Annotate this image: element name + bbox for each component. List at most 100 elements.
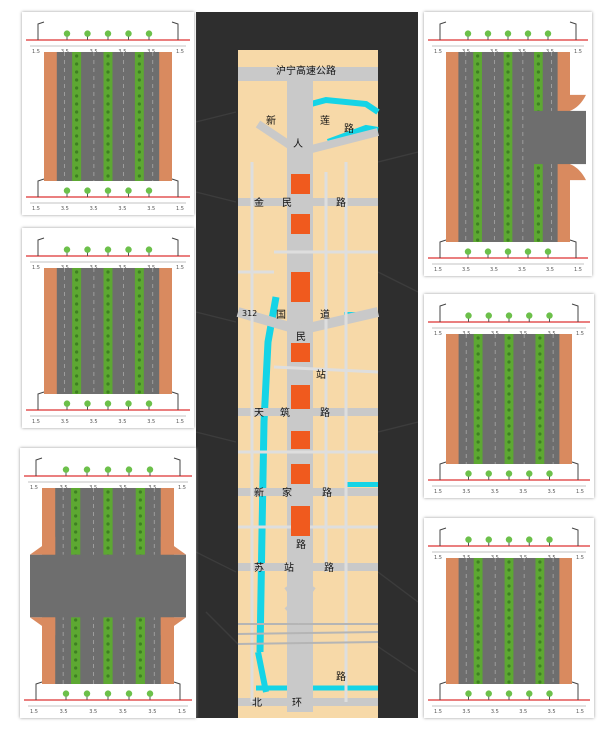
- median-tree: [476, 560, 480, 564]
- tree-icon: [104, 400, 112, 407]
- median-tree: [538, 432, 542, 436]
- median-tree: [137, 326, 141, 330]
- median-tree: [74, 498, 78, 502]
- median-tree: [476, 206, 480, 210]
- median-tree: [476, 456, 480, 460]
- median-tree: [538, 360, 542, 364]
- median-tree: [507, 448, 511, 452]
- median-tree: [538, 344, 542, 348]
- dimension-label: 1.5: [434, 267, 442, 273]
- median-tree: [106, 286, 110, 290]
- median-tree: [74, 490, 78, 494]
- median-strip: [134, 52, 144, 181]
- sidewalk-left: [446, 334, 459, 464]
- median-tree: [538, 640, 542, 644]
- median-tree: [536, 230, 540, 234]
- median-tree: [506, 222, 510, 226]
- median-tree: [476, 352, 480, 356]
- tree-icon: [544, 248, 552, 255]
- median-tree: [536, 174, 540, 178]
- median-tree: [476, 150, 480, 154]
- median-tree: [106, 342, 110, 346]
- median-tree: [507, 432, 511, 436]
- median-tree: [506, 198, 510, 202]
- segment-3: [291, 272, 310, 302]
- median-tree: [476, 166, 480, 170]
- median-tree: [106, 334, 110, 338]
- median-tree: [138, 498, 142, 502]
- median-strip: [134, 268, 144, 394]
- median-tree: [75, 334, 79, 338]
- tree-icon: [125, 246, 132, 253]
- panel-left-2: 1.53.53.53.53.51.51.53.53.53.53.51.5: [22, 228, 194, 428]
- street-lamp-icon: [439, 21, 447, 40]
- median-tree: [137, 110, 141, 114]
- dimension-label: 1.5: [576, 709, 584, 715]
- median-tree: [536, 214, 540, 218]
- label-tianzhu-3: 路: [320, 406, 330, 419]
- median-tree: [75, 86, 79, 90]
- median-tree: [507, 456, 511, 460]
- tree-icon: [485, 536, 492, 543]
- median-tree: [506, 182, 510, 186]
- median-tree: [476, 142, 480, 146]
- median-tree: [106, 366, 110, 370]
- dimension-label: 3.5: [90, 206, 98, 212]
- median-tree: [476, 126, 480, 130]
- median-tree: [75, 54, 79, 58]
- label-xinren-4: 路: [344, 122, 354, 135]
- tree-icon: [145, 30, 153, 37]
- median-tree: [476, 174, 480, 178]
- corner-curb: [160, 617, 186, 636]
- tree-icon: [505, 690, 513, 697]
- label-suzhan-2: 站: [284, 561, 294, 574]
- median-tree: [507, 376, 511, 380]
- median-tree: [476, 432, 480, 436]
- median-tree: [507, 392, 511, 396]
- dimension-label: 3.5: [548, 709, 556, 715]
- median-tree: [507, 400, 511, 404]
- street-lamp-icon: [171, 21, 179, 40]
- tree-icon: [63, 30, 71, 37]
- dimension-label: 1.5: [434, 489, 442, 495]
- median-tree: [476, 408, 480, 412]
- median-tree: [507, 632, 511, 636]
- tree-icon: [505, 312, 513, 319]
- tree-icon: [546, 470, 553, 477]
- sidewalk-left: [44, 52, 57, 181]
- median-tree: [106, 626, 110, 630]
- median-tree: [137, 302, 141, 306]
- tree-icon: [84, 246, 91, 253]
- median-tree: [476, 448, 480, 452]
- median-tree: [506, 54, 510, 58]
- median-tree: [536, 94, 540, 98]
- median-tree: [538, 560, 542, 564]
- median-tree: [138, 490, 142, 494]
- median-tree: [74, 674, 78, 678]
- median-tree: [137, 278, 141, 282]
- median-tree: [538, 408, 542, 412]
- median-tree: [106, 118, 110, 122]
- background-streets: [196, 111, 418, 673]
- tree-icon: [485, 312, 492, 319]
- sidewalk-left: [44, 268, 57, 394]
- label-xinren-1: 新: [266, 114, 276, 127]
- median-tree: [506, 214, 510, 218]
- label-jinmin-3: 路: [336, 196, 346, 209]
- median-tree: [506, 78, 510, 82]
- label-jinmin-1: 金: [254, 196, 264, 209]
- median-tree: [538, 648, 542, 652]
- median-tree: [138, 546, 142, 550]
- tree-icon: [84, 30, 91, 37]
- tree-icon: [84, 187, 91, 194]
- tree-icon: [465, 470, 472, 477]
- median-tree: [106, 650, 110, 654]
- median-tree: [138, 618, 142, 622]
- median-tree: [137, 78, 141, 82]
- street-lamp-icon: [571, 461, 579, 480]
- dimension-label: 1.5: [576, 555, 584, 561]
- median-tree: [507, 592, 511, 596]
- median-tree: [75, 70, 79, 74]
- median-strip: [503, 52, 513, 242]
- median-strip: [473, 334, 483, 464]
